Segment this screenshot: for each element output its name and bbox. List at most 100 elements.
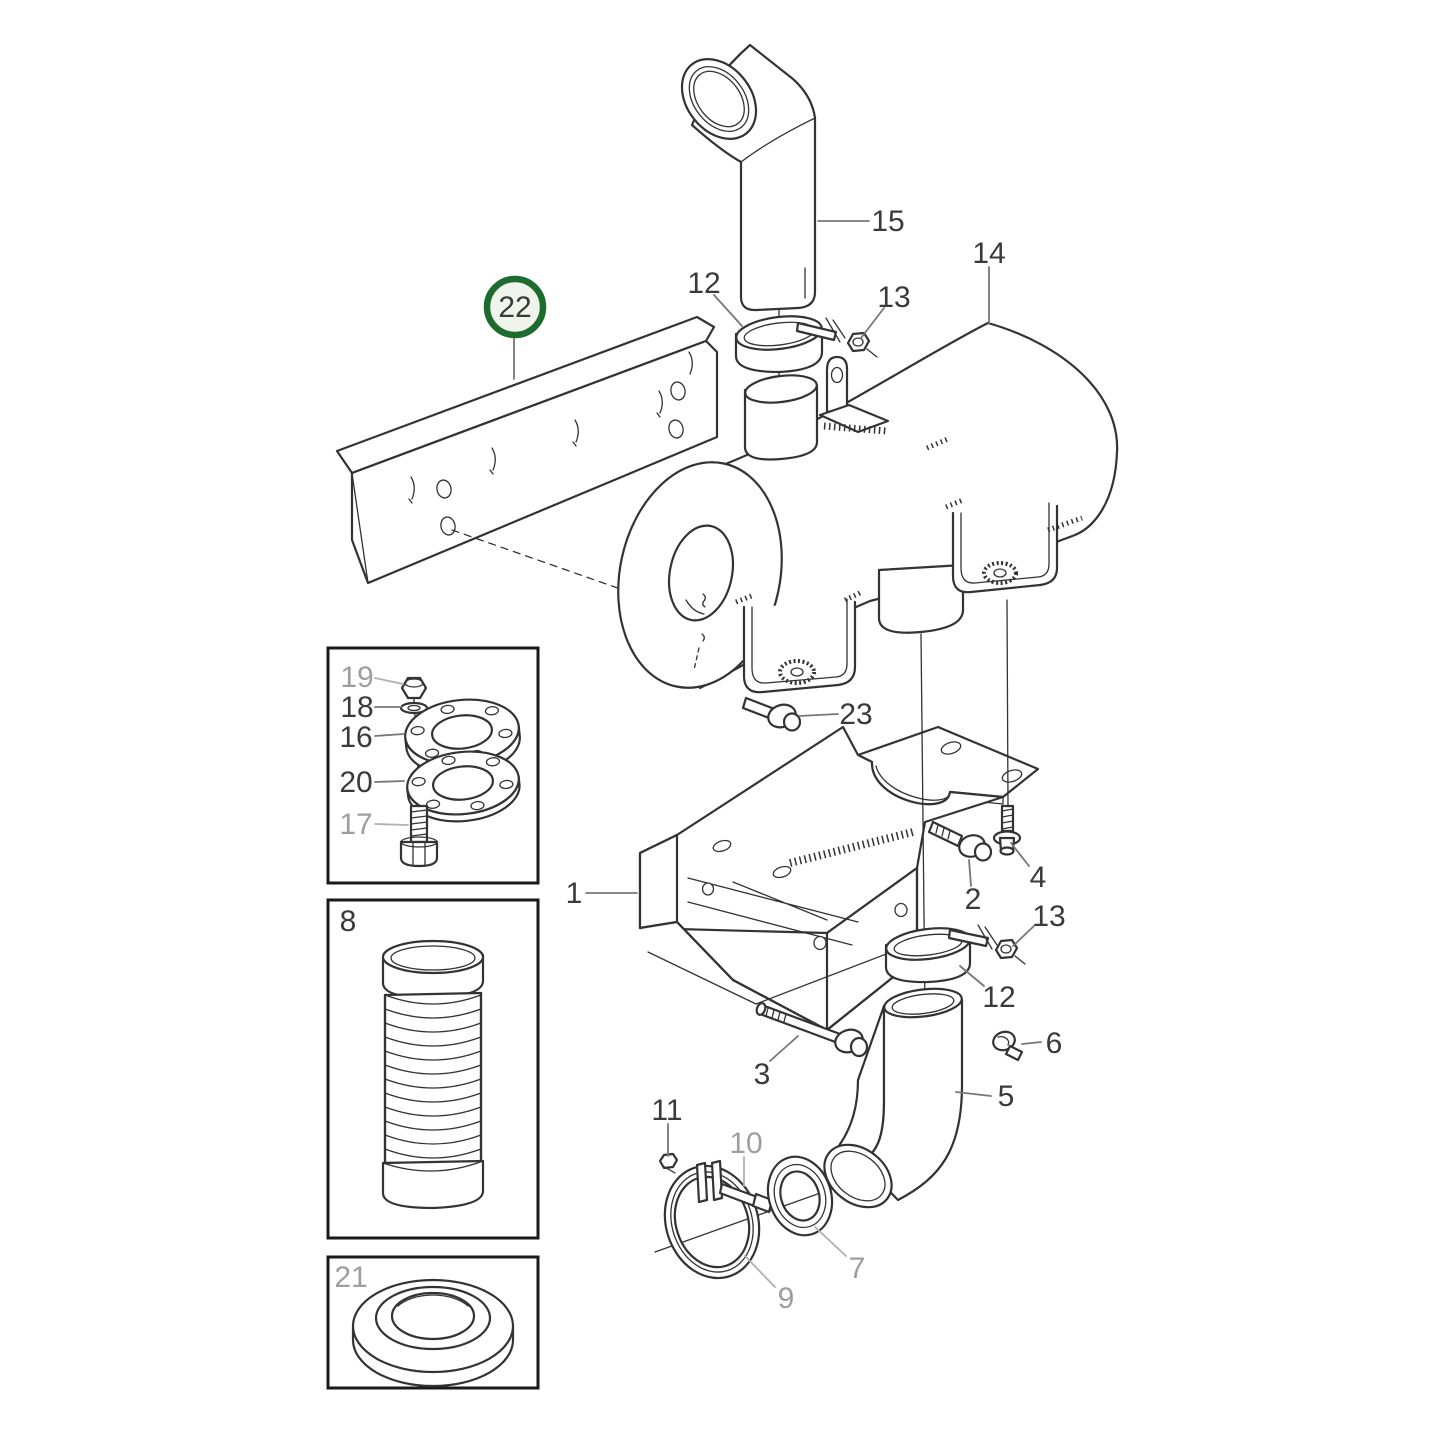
weld-hatch <box>926 435 1083 533</box>
nut-tail <box>866 348 878 358</box>
highlight-circle[interactable] <box>483 275 547 339</box>
leader-5 <box>955 1091 992 1097</box>
leader-13b <box>1012 924 1036 947</box>
leader-12b <box>959 965 985 987</box>
callout-5: 5 <box>998 1080 1015 1113</box>
bolt3-alignment <box>647 947 903 1005</box>
clamp-t-bolt <box>795 321 838 342</box>
part-13-nut-lower <box>994 938 1026 965</box>
part-12-clamp-lower <box>884 924 998 984</box>
gasket-hole <box>499 779 514 790</box>
inset-box-seal <box>326 1255 540 1390</box>
callout-17: 17 <box>339 808 372 841</box>
part-22-heat-shield <box>335 315 719 608</box>
gasket-hole <box>441 755 456 766</box>
foot-mount-hole <box>790 667 804 677</box>
nut-body <box>658 1152 679 1170</box>
part-9-v-clamp <box>663 1159 774 1280</box>
part-17-bolt <box>399 804 439 868</box>
muffler-foot-right-inner <box>960 502 1050 584</box>
part-7-seal-ring <box>766 1155 834 1237</box>
inset-box-border <box>326 646 540 885</box>
plate-hole <box>1001 769 1023 783</box>
foot-mount-hole <box>993 568 1007 578</box>
part-3-long-bolt <box>755 1002 869 1058</box>
bellows-top-inner <box>390 945 476 971</box>
washer-hole <box>407 704 421 712</box>
nut-body <box>994 938 1019 960</box>
bolt-head-facets <box>412 841 426 866</box>
foot-mount-hatched <box>982 561 1018 585</box>
bellows-corrugations <box>384 994 482 1159</box>
nut-face <box>852 337 864 347</box>
face-mark <box>702 593 706 608</box>
shield-hole <box>436 479 452 499</box>
part-4-flange-screw <box>992 804 1022 856</box>
flange-hole <box>440 704 455 715</box>
callout-22: 22 <box>498 291 531 324</box>
gasket-hole <box>470 800 485 811</box>
elbow-mouth <box>823 1143 893 1209</box>
shield-hole <box>670 381 686 401</box>
leader-20 <box>374 780 405 783</box>
callout-6: 6 <box>1046 1027 1063 1060</box>
part-19-nut <box>400 676 428 700</box>
face-dashed-mark <box>693 647 700 671</box>
leader-9 <box>744 1255 776 1288</box>
gasket-hole <box>411 776 426 787</box>
callout-13-lower: 13 <box>1032 900 1065 933</box>
leader-4 <box>1010 842 1030 867</box>
muffler-end-face-hole <box>667 524 735 622</box>
nut-face <box>1000 944 1012 954</box>
part-5-exhaust-elbow <box>823 987 964 1209</box>
bracket-inner-channel <box>687 877 859 946</box>
bolt-head-side <box>973 842 993 862</box>
part-15-exhaust-elbow-pipe <box>680 43 817 451</box>
part-6-screw <box>992 1030 1024 1062</box>
leader-12a <box>713 294 743 327</box>
highlighted-callout-22[interactable]: 22 <box>483 275 547 339</box>
leader-3 <box>769 1035 799 1062</box>
nut-body <box>400 676 428 700</box>
shield-tick <box>408 476 415 504</box>
part-23-bolt <box>741 696 802 732</box>
part-21-seal-ring <box>351 1278 515 1388</box>
callout-1: 1 <box>566 877 583 910</box>
elbow-mouth-rim <box>830 1150 886 1202</box>
nut-tail <box>1014 955 1026 965</box>
bracket-hole <box>712 839 732 853</box>
callout-15: 15 <box>871 205 904 238</box>
elbow-crease <box>740 117 816 163</box>
screw-threads <box>1001 808 1014 830</box>
part-14-muffler-body <box>617 321 1119 694</box>
shield-tick <box>688 351 693 375</box>
shield-tick <box>572 419 579 447</box>
callout-3: 3 <box>754 1058 771 1091</box>
shield-alignment-dashed-line <box>451 529 673 608</box>
screw-shaft <box>1004 1044 1024 1062</box>
callout-21: 21 <box>334 1261 367 1294</box>
callout-13-upper: 13 <box>877 281 910 314</box>
bolt-head-side <box>782 712 802 732</box>
nut-body <box>846 331 871 353</box>
bracket-hole <box>772 865 792 879</box>
flange-hole <box>424 748 440 758</box>
callout-11: 11 <box>651 1094 682 1127</box>
callout-10: 10 <box>729 1127 762 1160</box>
bracket-left-wall <box>638 833 679 930</box>
inlet-stub <box>743 384 819 461</box>
callout-8: 8 <box>340 905 357 938</box>
bolt-tip <box>755 1002 767 1016</box>
lifting-eye-tab <box>825 355 849 414</box>
inset-box-flange-kit <box>326 646 540 885</box>
part-1-mounting-bracket <box>638 725 1005 1032</box>
clamp-t-bolt-pin <box>977 924 998 950</box>
nut-top <box>404 678 424 688</box>
shield-tick <box>489 447 496 475</box>
leader-7 <box>814 1226 847 1257</box>
flange-hole <box>410 725 425 736</box>
part-10-screw-head <box>751 1192 774 1214</box>
part-12-clamp-upper <box>734 315 846 461</box>
